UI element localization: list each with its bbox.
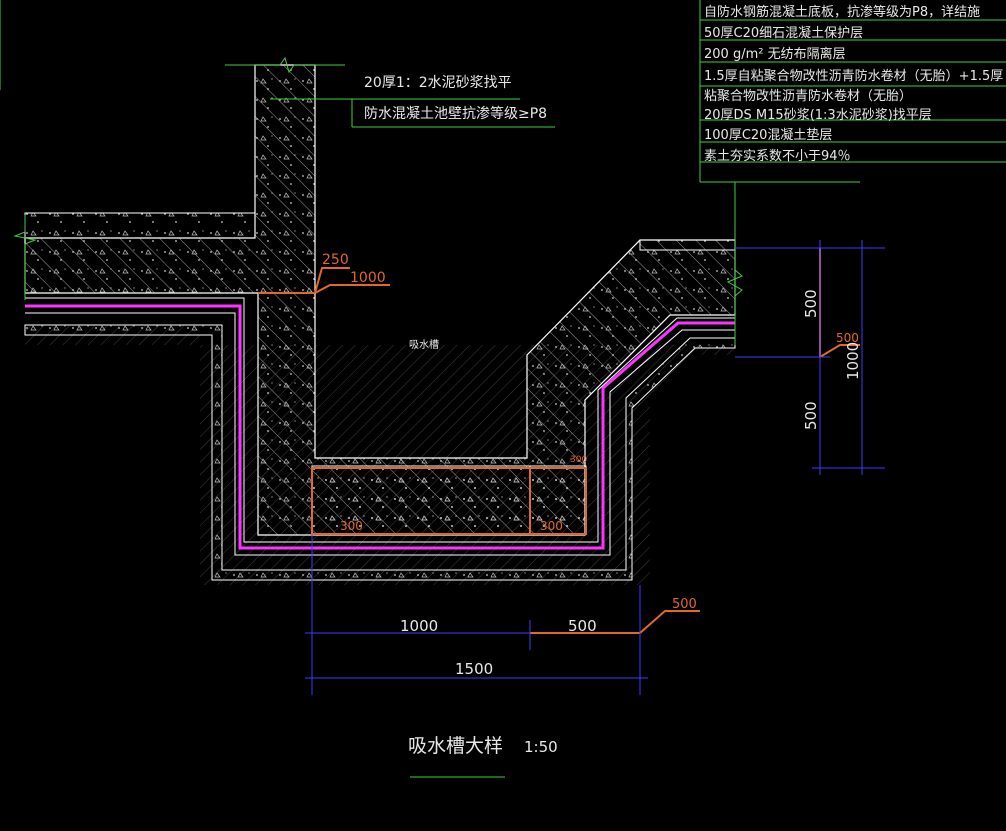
break-line-top xyxy=(225,56,345,74)
dim-label-500-right-upper: 500 xyxy=(802,289,820,318)
protective-layer xyxy=(25,297,735,543)
pit-name-label: 吸水槽 xyxy=(409,338,439,351)
dim-500-bottom-leader xyxy=(639,610,700,634)
note-line: 100厚C20混凝土垫层 xyxy=(704,127,832,143)
floor-right-box xyxy=(529,467,587,535)
wall-note-2: 防水混凝土池壁抗渗等级≥P8 xyxy=(364,105,547,122)
notes-block: 自防水钢筋混凝土底板，抗渗等级为P8，详结施 50厚C20细石混凝土保护层 20… xyxy=(704,4,1003,164)
dim-label-1000-right: 1000 xyxy=(844,342,862,380)
leader-lines xyxy=(0,0,1006,345)
dim-label-250: 250 xyxy=(322,252,349,268)
dim-label-500-right-lower: 500 xyxy=(802,401,820,430)
dimension-lines xyxy=(305,240,885,695)
note-line: 粘聚合物改性沥青防水卷材（无胎） xyxy=(704,88,912,104)
annotation-marks xyxy=(258,248,860,634)
dim-label-1000-bottom: 1000 xyxy=(400,617,438,635)
caption-title: 吸水槽大样 xyxy=(408,735,503,757)
break-line-right xyxy=(726,269,743,297)
dim-500-right-leader xyxy=(819,344,860,358)
note-line: 1.5厚自粘聚合物改性沥青防水卷材（无胎）+1.5厚 xyxy=(704,68,1003,84)
break-line-left xyxy=(13,215,37,300)
dim-label-300-right: 300 xyxy=(540,519,563,533)
caption-scale: 1:50 xyxy=(524,738,558,756)
upper-slab-strip xyxy=(24,212,256,239)
note-line: 200 g/m² 无纺布隔离层 xyxy=(704,46,846,62)
dim-1000-leader xyxy=(314,284,390,294)
dim-250-leader xyxy=(314,267,350,294)
membrane-layer xyxy=(25,304,735,550)
dim-label-500-leader: 500 xyxy=(672,597,697,612)
dim-label-500-right-leader: 500 xyxy=(836,331,859,345)
dim-label-1000-top: 1000 xyxy=(350,270,386,286)
dim-label-300-left: 300 xyxy=(340,519,363,533)
screed-layer xyxy=(25,312,735,556)
pit-floor-fill xyxy=(311,465,531,535)
dim-label-500-bottom: 500 xyxy=(568,617,597,635)
dim-label-300-small: 300 xyxy=(570,455,587,465)
note-line: 素土夯实系数不小于94％ xyxy=(704,149,851,164)
structure xyxy=(24,64,736,585)
dim-label-1500: 1500 xyxy=(455,660,493,678)
note-line: 50厚C20细石混凝土保护层 xyxy=(704,25,863,41)
note-line: 自防水钢筋混凝土底板，抗渗等级为P8，详结施 xyxy=(704,4,980,20)
note-line: 20厚DS M15砂浆(1:3水泥砂浆)找平层 xyxy=(704,108,932,123)
wall-note-1: 20厚1：2水泥砂浆找平 xyxy=(364,75,512,91)
